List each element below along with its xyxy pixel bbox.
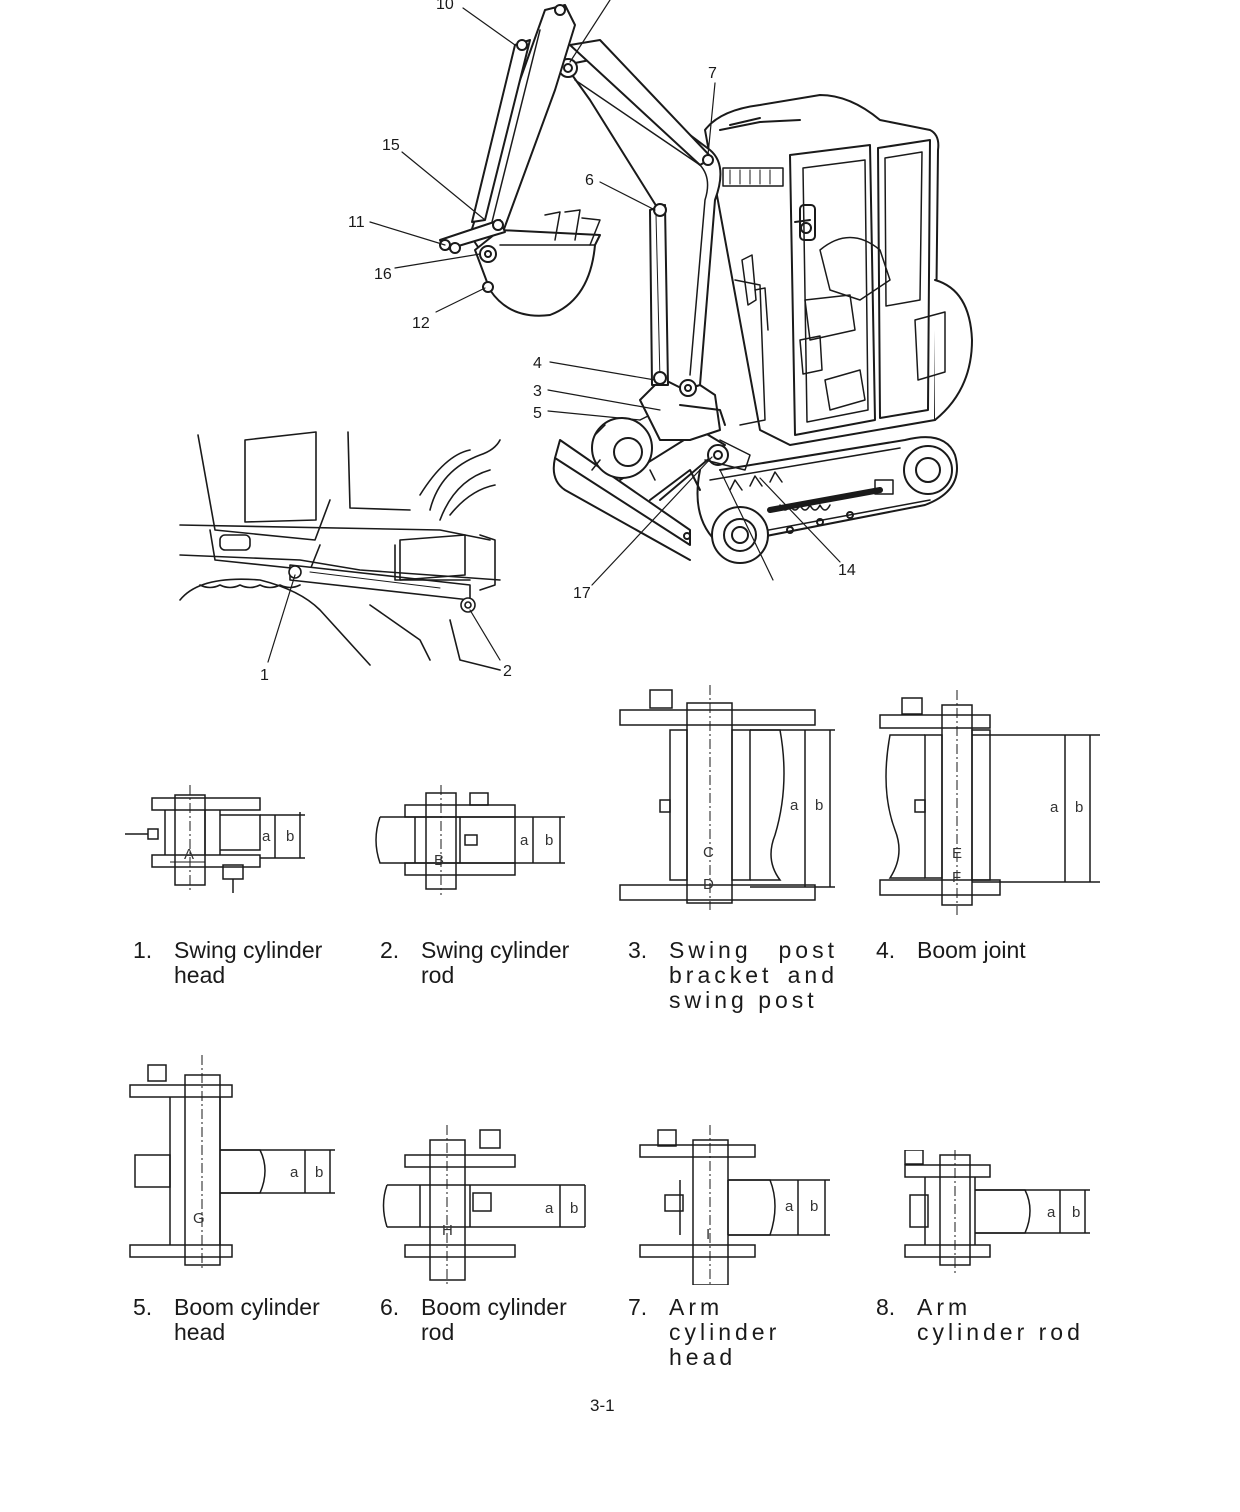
caption-number: 1. bbox=[133, 937, 153, 963]
caption-8: 8. Arm cylinder rod bbox=[876, 1295, 1086, 1345]
callout-1: 1 bbox=[260, 667, 269, 684]
callout-16: 17 bbox=[573, 585, 591, 602]
caption-number: 3. bbox=[628, 937, 648, 963]
caption-6: 6. Boom cylinder rod bbox=[380, 1295, 605, 1345]
dim-b: b bbox=[1075, 799, 1083, 816]
joint-diagram-4: a b E F bbox=[879, 690, 1100, 915]
swing-post-drawing bbox=[639, 379, 751, 471]
dim-a: a bbox=[1047, 1204, 1056, 1221]
caption-label: Swing cylinder head bbox=[174, 937, 323, 988]
dim-b: b bbox=[810, 1198, 818, 1215]
arm-drawing bbox=[469, 4, 576, 251]
caption-number: 4. bbox=[876, 937, 896, 963]
track-drawing bbox=[696, 436, 958, 564]
pin-label: C bbox=[703, 844, 714, 861]
bucket-drawing bbox=[439, 209, 601, 317]
dim-a: a bbox=[1050, 799, 1059, 816]
callout-12: 12 bbox=[412, 315, 430, 332]
callout-13: 15 bbox=[382, 137, 400, 154]
pin-label-2: F bbox=[952, 869, 961, 886]
dim-b: b bbox=[315, 1164, 323, 1181]
caption-number: 8. bbox=[876, 1294, 896, 1320]
dim-a: a bbox=[290, 1164, 299, 1181]
inset-swing-detail bbox=[179, 431, 501, 671]
dim-b: b bbox=[1072, 1204, 1080, 1221]
dim-a: a bbox=[545, 1200, 554, 1217]
caption-number: 7. bbox=[628, 1294, 648, 1320]
callout-10: 10 bbox=[436, 0, 454, 13]
pin-label: H bbox=[442, 1222, 453, 1239]
caption-label: Arm cylinder rod bbox=[917, 1294, 1084, 1345]
caption-4: 4. Boom joint bbox=[876, 938, 1101, 963]
callout-15: 14 bbox=[838, 562, 856, 579]
caption-label: Swing cylinder rod bbox=[421, 937, 570, 988]
caption-label: Boom joint bbox=[917, 937, 1026, 963]
caption-label: Boom cylinder head bbox=[174, 1294, 320, 1345]
joint-diagram-3: a b C D bbox=[619, 685, 835, 910]
joint-diagram-8: a b bbox=[904, 1150, 1090, 1275]
excavator-illustration: 10 7 6 15 11 16 12 4 3 5 17 14 1 2 bbox=[179, 0, 973, 684]
cab-drawing bbox=[704, 94, 973, 446]
joint-diagram-2: a b B bbox=[375, 785, 565, 895]
callout-4: 4 bbox=[533, 355, 542, 372]
joint-diagram-7: a b I bbox=[639, 1125, 830, 1285]
caption-2: 2. Swing cylinder rod bbox=[380, 938, 605, 988]
callout-3: 3 bbox=[533, 383, 542, 400]
callout-2: 2 bbox=[503, 663, 512, 680]
callout-6: 6 bbox=[585, 172, 594, 189]
callout-5: 5 bbox=[533, 405, 542, 422]
caption-number: 2. bbox=[380, 937, 400, 963]
boom-drawing bbox=[558, 39, 722, 397]
page-number: 3-1 bbox=[590, 1396, 615, 1415]
callout-leaders bbox=[267, 0, 841, 663]
caption-number: 6. bbox=[380, 1294, 400, 1320]
dim-a: a bbox=[262, 828, 271, 845]
dim-a: a bbox=[785, 1198, 794, 1215]
caption-label: Swing post bracket and swing post bbox=[669, 937, 838, 1013]
dim-a: a bbox=[790, 797, 799, 814]
caption-5: 5. Boom cylinder head bbox=[133, 1295, 358, 1345]
callout-11: 11 bbox=[348, 214, 365, 231]
caption-number: 5. bbox=[133, 1294, 153, 1320]
caption-label: Boom cylinder rod bbox=[421, 1294, 567, 1345]
pin-label: G bbox=[193, 1210, 205, 1227]
caption-1: 1. Swing cylinder head bbox=[133, 938, 358, 988]
pin-label: E bbox=[952, 845, 962, 862]
caption-3: 3. Swing post bracket and swing post bbox=[628, 938, 838, 1013]
caption-7: 7. Arm cylinder head bbox=[628, 1295, 838, 1370]
dim-b: b bbox=[570, 1200, 578, 1217]
joint-diagram-6: a b H bbox=[382, 1125, 586, 1285]
caption-label: Arm cylinder head bbox=[669, 1294, 781, 1370]
callout-14: 16 bbox=[374, 266, 392, 283]
joint-diagram-5: a b G bbox=[129, 1055, 335, 1270]
pin-label-2: D bbox=[703, 876, 714, 893]
dim-b: b bbox=[286, 828, 294, 845]
callout-7: 7 bbox=[708, 65, 717, 82]
pin-label: A bbox=[184, 846, 194, 863]
pin-label: I bbox=[706, 1226, 710, 1243]
dim-b: b bbox=[815, 797, 823, 814]
blade-drawing bbox=[552, 429, 726, 561]
dim-a: a bbox=[520, 832, 529, 849]
joint-diagram-1: a b A bbox=[125, 785, 305, 893]
dim-b: b bbox=[545, 832, 553, 849]
pin-label: B bbox=[434, 852, 444, 869]
